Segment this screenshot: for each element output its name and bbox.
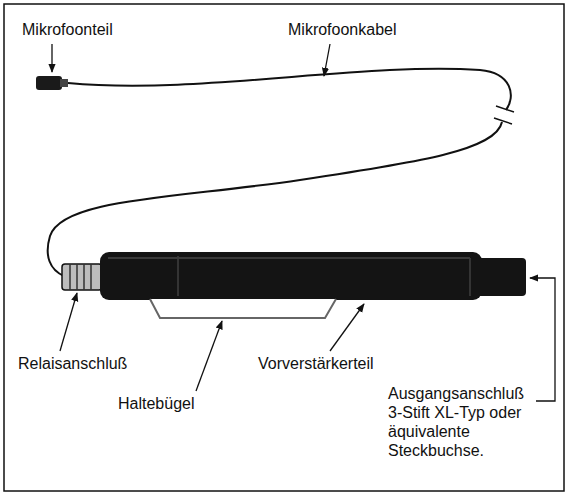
frame xyxy=(4,4,564,491)
part-label: Haltebügel xyxy=(118,394,195,413)
holding-clip xyxy=(150,299,336,318)
microphone-head xyxy=(36,76,68,90)
microphone-cable xyxy=(48,69,514,276)
leader-lines xyxy=(52,44,555,401)
preamplifier-body xyxy=(100,252,526,300)
part-label: Relaisanschluß xyxy=(18,354,127,373)
part-label: Mikrofoonteil xyxy=(22,20,113,39)
relay-connector xyxy=(62,264,102,290)
part-label: Vorverstärkerteil xyxy=(258,354,374,373)
part-label: Ausgangsanschluß 3-Stift XL-Typ oder äqu… xyxy=(388,384,532,460)
part-label: Mikrofoonkabel xyxy=(288,20,397,39)
